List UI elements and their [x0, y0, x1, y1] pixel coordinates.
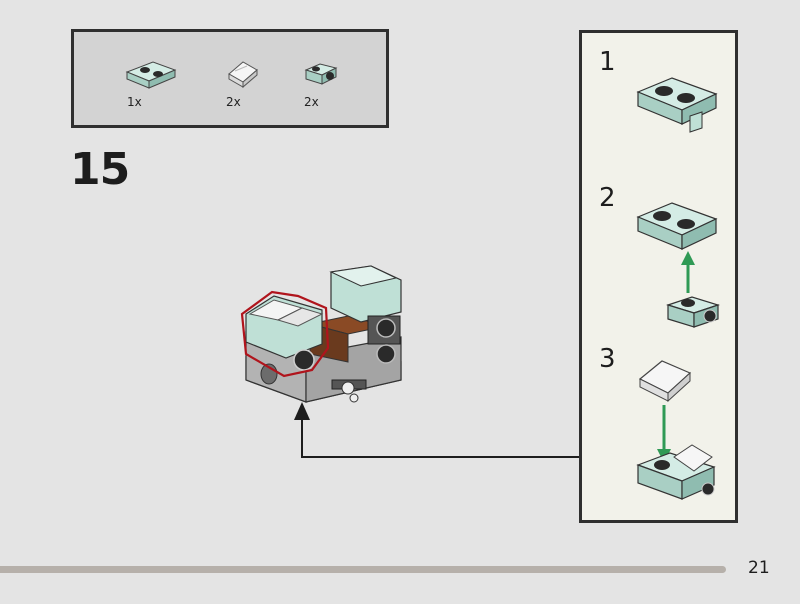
sub-step-2-illustration: [636, 202, 720, 328]
parts-list-box: 1x 2x 2x: [71, 29, 389, 128]
parts-list-item: 2x: [223, 54, 283, 114]
sub-steps-panel: 1 2 3: [579, 30, 738, 523]
step-number: 15: [70, 144, 130, 195]
sub-step-number: 2: [599, 183, 616, 213]
callout-pointer-line: [294, 402, 580, 458]
sub-step-number: 1: [599, 47, 616, 77]
sub-step-3-illustration: [636, 360, 716, 500]
part-quantity: 1x: [127, 95, 142, 109]
main-assembly-illustration: [240, 265, 402, 403]
parts-list-item: 2x: [302, 54, 362, 114]
sub-step-1-illustration: [636, 77, 718, 133]
part-quantity: 2x: [226, 95, 241, 109]
sub-step-number: 3: [599, 344, 616, 374]
page-number: 21: [748, 558, 770, 578]
plate-1x2-icon: [125, 61, 177, 89]
highlight-outline: [240, 290, 330, 378]
part-quantity: 2x: [304, 95, 319, 109]
parts-list-item: 1x: [123, 54, 183, 114]
slope-tile-icon: [228, 61, 258, 89]
footer-progress-bar: [0, 566, 726, 573]
bracket-brick-icon: [304, 63, 338, 85]
